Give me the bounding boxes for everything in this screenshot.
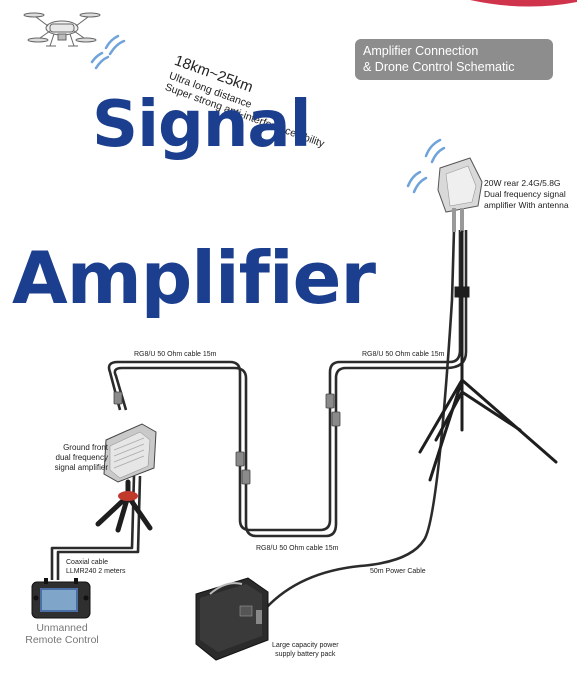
headline-word-signal: Signal	[92, 88, 312, 162]
cable-label-top-right: RG8/U 50 Ohm cable 15m	[362, 351, 445, 358]
rear-amplifier-label: 20W rear 2.4G/5.8G Dual frequency signal…	[484, 178, 576, 211]
cable-label-power: 50m Power Cable	[370, 568, 426, 575]
cable-connectors	[113, 391, 341, 485]
cable-label-coaxial: Coaxial cable LLMR240 2 meters	[66, 558, 126, 576]
cable-label-top-left: RG8/U 50 Ohm cable 15m	[134, 351, 217, 358]
cable-label-bottom: RG8/U 50 Ohm cable 15m	[256, 545, 339, 552]
panel-antenna-icon	[437, 157, 483, 232]
tripod-head	[118, 491, 138, 501]
headline-word-amplifier: Amplifier	[12, 236, 376, 320]
ground-amp-line1: Ground front	[63, 443, 108, 452]
ground-amplifier-label: Ground front dual frequency signal ampli…	[36, 443, 108, 473]
battery-line2: supply battery pack	[275, 651, 336, 658]
schematic-title-badge: Amplifier Connection & Drone Control Sch…	[355, 39, 553, 80]
rear-amp-line2: Dual frequency signal	[484, 189, 566, 199]
battery-caption: Large capacity power supply battery pack	[272, 641, 339, 659]
rear-amp-line1: 20W rear 2.4G/5.8G	[484, 178, 561, 188]
tripod-icon	[95, 479, 153, 533]
coaxial-cables	[50, 229, 468, 609]
ground-amp-line2: dual frequency	[55, 453, 108, 462]
coaxial-line1: Coaxial cable	[66, 559, 109, 566]
battery-pack-icon	[195, 577, 269, 661]
rear-amp-line3: amplifier With antenna	[484, 200, 569, 210]
remote-line2: Remote Control	[25, 634, 99, 646]
schematic-title-line1: Amplifier Connection	[363, 44, 479, 58]
wifi-signal-icon	[90, 34, 126, 70]
tripod-icon	[418, 230, 558, 482]
amplifier-box-icon	[103, 423, 157, 483]
remote-line1: Unmanned	[36, 622, 88, 634]
remote-control-icon	[31, 578, 91, 619]
wifi-signal-icon	[406, 138, 446, 194]
remote-control-caption: Unmanned Remote Control	[14, 622, 110, 646]
battery-line1: Large capacity power	[272, 642, 339, 649]
schematic-title-line2: & Drone Control Schematic	[363, 60, 515, 74]
coaxial-line2: LLMR240 2 meters	[66, 568, 126, 575]
drone-icon	[23, 12, 101, 47]
accent-swoosh	[470, 0, 577, 7]
ground-amp-line3: signal amplifier	[54, 463, 108, 472]
